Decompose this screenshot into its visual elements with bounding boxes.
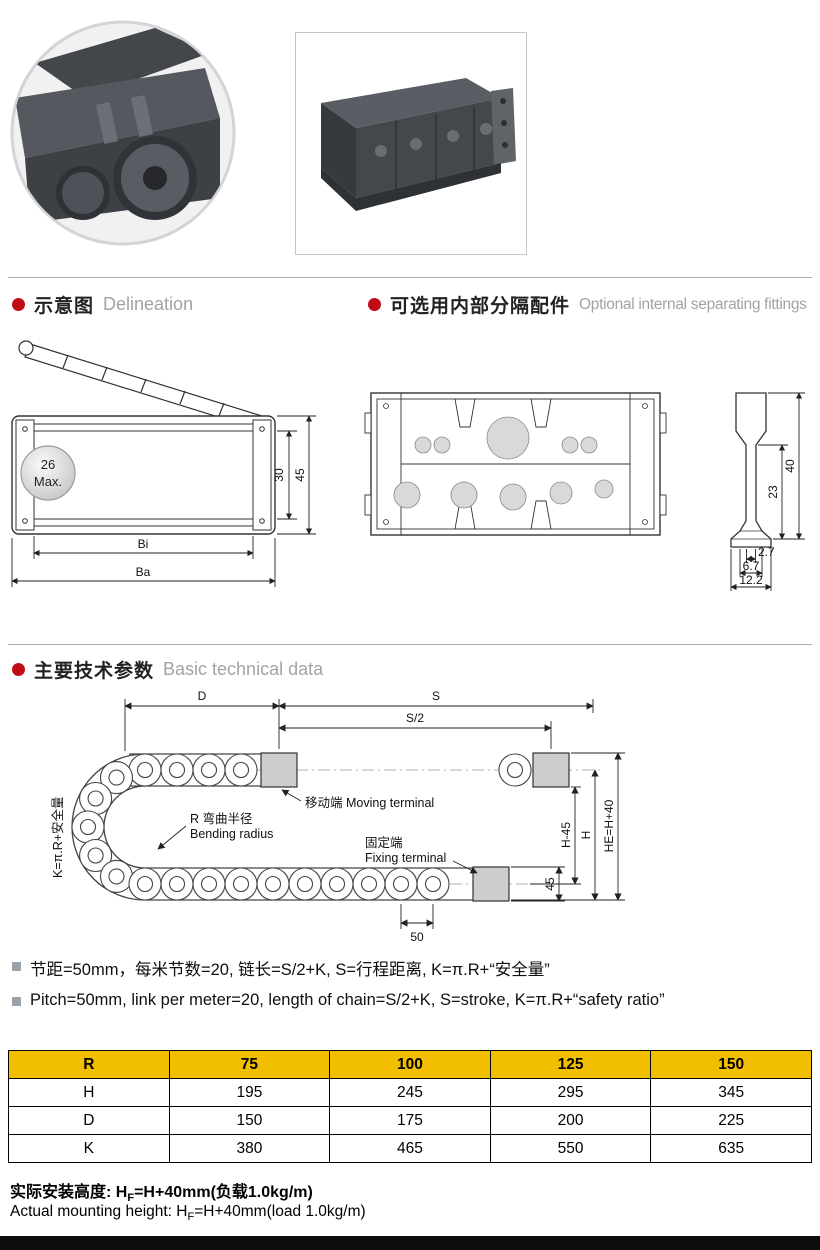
section-bullet-icon xyxy=(368,298,381,311)
dim-label-s-half: S/2 xyxy=(406,711,424,725)
frame-outline xyxy=(364,392,667,536)
section-title-cn: 可选用内部分隔配件 xyxy=(390,296,571,317)
footer-en-suffix: =H+40mm(load 1.0kg/m) xyxy=(194,1203,366,1220)
note-bullet-icon xyxy=(12,962,21,971)
cell: 200 xyxy=(489,1106,652,1135)
cell: 550 xyxy=(489,1134,652,1163)
footer-en-prefix: Actual mounting height: H xyxy=(10,1203,188,1220)
dim-label-6-7: 6.7 xyxy=(743,559,760,573)
dim-label-2-7: 2.7 xyxy=(758,545,775,559)
cell: 195 xyxy=(168,1078,331,1107)
col-header-125: 125 xyxy=(489,1050,652,1079)
cell: 345 xyxy=(650,1078,812,1107)
footer-cn-suffix: =H+40mm(负载1.0kg/m) xyxy=(134,1184,313,1201)
cell: 175 xyxy=(329,1106,491,1135)
row-label: D xyxy=(8,1106,170,1135)
fixing-terminal-label-cn: 固定端 xyxy=(365,835,403,850)
footer-cn-prefix: 实际安装高度: H xyxy=(10,1184,128,1201)
product-photo-frame xyxy=(295,32,527,255)
ball-label-max: Max. xyxy=(34,474,62,489)
table-row-k: K 380 465 550 635 xyxy=(8,1134,812,1163)
note-line-cn: 节距=50mm，每米节数=20, 链长=S/2+K, S=行程距离, K=π.R… xyxy=(12,956,550,980)
dim-label-50: 50 xyxy=(410,930,424,944)
divider-top xyxy=(8,277,812,278)
max-cable-diameter-ball xyxy=(20,445,76,501)
spec-table: R 75 100 125 150 H 195 245 295 345 D 150… xyxy=(8,1050,812,1163)
cell: 635 xyxy=(650,1134,812,1163)
cell: 225 xyxy=(650,1106,812,1135)
dim-label-30: 30 xyxy=(272,468,286,482)
cell: 245 xyxy=(329,1078,491,1107)
footer-note-en: Actual mounting height: HF=H+40mm(load 1… xyxy=(10,1203,366,1223)
section-title-en: Delineation xyxy=(103,294,194,314)
section-title-cn: 主要技术参数 xyxy=(34,661,155,682)
dim-label-bi: Bi xyxy=(138,537,149,551)
moving-terminal-label: 移动端 Moving terminal xyxy=(305,796,434,810)
note-line-en: Pitch=50mm, link per meter=20, length of… xyxy=(12,991,665,1010)
dim-label-h: H xyxy=(579,831,593,840)
dim-label-40: 40 xyxy=(783,459,797,473)
footer-note-cn: 实际安装高度: HF=H+40mm(负载1.0kg/m) xyxy=(10,1178,313,1204)
dim-label-45: 45 xyxy=(293,468,307,482)
section-bullet-icon xyxy=(12,298,25,311)
product-photo-circular xyxy=(10,20,236,246)
page-bottom-bar xyxy=(0,1236,820,1250)
chain-links xyxy=(71,753,532,901)
terminal-brackets xyxy=(260,752,570,902)
dim-label-s: S xyxy=(432,689,440,703)
section-header-delineation: 示意图 Delineation xyxy=(12,291,193,318)
row-label: K xyxy=(8,1134,170,1163)
footer-subscript: F xyxy=(127,1192,135,1205)
note-text-en: Pitch=50mm, link per meter=20, length of… xyxy=(30,991,665,1009)
col-header-150: 150 xyxy=(650,1050,812,1079)
ball-label-value: 26 xyxy=(41,457,55,472)
bending-radius-label-en: Bending radius xyxy=(190,827,273,841)
product-photo-assembly xyxy=(321,78,516,211)
section-bullet-icon xyxy=(12,663,25,676)
dimension-lines xyxy=(11,415,316,587)
cell: 465 xyxy=(329,1134,491,1163)
chain-bend-diagram: D S S/2 45 H-45 H HE=H+40 50 移动端 Moving … xyxy=(50,689,625,944)
dimension-lines xyxy=(730,392,805,591)
separator-profile-shape xyxy=(730,392,772,548)
dim-label-45: 45 xyxy=(543,877,557,891)
col-header-100: 100 xyxy=(329,1050,491,1079)
footer-subscript: F xyxy=(187,1211,195,1224)
dim-label-d: D xyxy=(198,689,207,703)
table-row-h: H 195 245 295 345 xyxy=(8,1078,812,1107)
dim-label-12-2: 12.2 xyxy=(739,573,763,587)
col-header-75: 75 xyxy=(168,1050,331,1079)
note-text-cn: 节距=50mm，每米节数=20, 链长=S/2+K, S=行程距离, K=π.R… xyxy=(30,961,550,979)
cell: 150 xyxy=(168,1106,331,1135)
section-header-technical: 主要技术参数 Basic technical data xyxy=(12,656,323,683)
k-safety-label: K=π.R+安全量 xyxy=(50,796,65,878)
note-bullet-icon xyxy=(12,997,21,1006)
dim-label-he: HE=H+40 xyxy=(602,799,616,852)
col-header-r: R xyxy=(8,1050,170,1079)
separator-profile-drawing: 23 40 2.7 6.7 12.2 xyxy=(730,392,805,591)
section-header-fittings: 可选用内部分隔配件 Optional internal separating f… xyxy=(368,291,807,318)
section-title-en: Basic technical data xyxy=(163,659,324,679)
top-view-drawing xyxy=(364,392,667,536)
cell: 295 xyxy=(489,1078,652,1107)
photo-chain-detail xyxy=(15,28,220,223)
row-label: H xyxy=(8,1078,170,1107)
cable-circles xyxy=(393,416,614,511)
table-row-d: D 150 175 200 225 xyxy=(8,1106,812,1135)
section-title-en: Optional internal separating fittings xyxy=(579,295,807,313)
table-header-row: R 75 100 125 150 xyxy=(8,1050,812,1079)
chain-body xyxy=(11,415,276,535)
bending-radius-label-cn: R 弯曲半径 xyxy=(190,811,253,826)
side-view-drawing: 26 Max. 30 45 Bi Ba xyxy=(11,340,316,587)
corner-screws xyxy=(383,403,648,525)
dim-label-ba: Ba xyxy=(136,565,151,579)
dim-label-h-minus-45: H-45 xyxy=(559,822,573,848)
fixing-terminal-label-en: Fixing terminal xyxy=(365,851,446,865)
cell: 380 xyxy=(168,1134,331,1163)
dim-label-23: 23 xyxy=(766,485,780,499)
divider-middle xyxy=(8,644,812,645)
dimension-lines xyxy=(124,699,625,929)
section-title-cn: 示意图 xyxy=(34,296,95,317)
